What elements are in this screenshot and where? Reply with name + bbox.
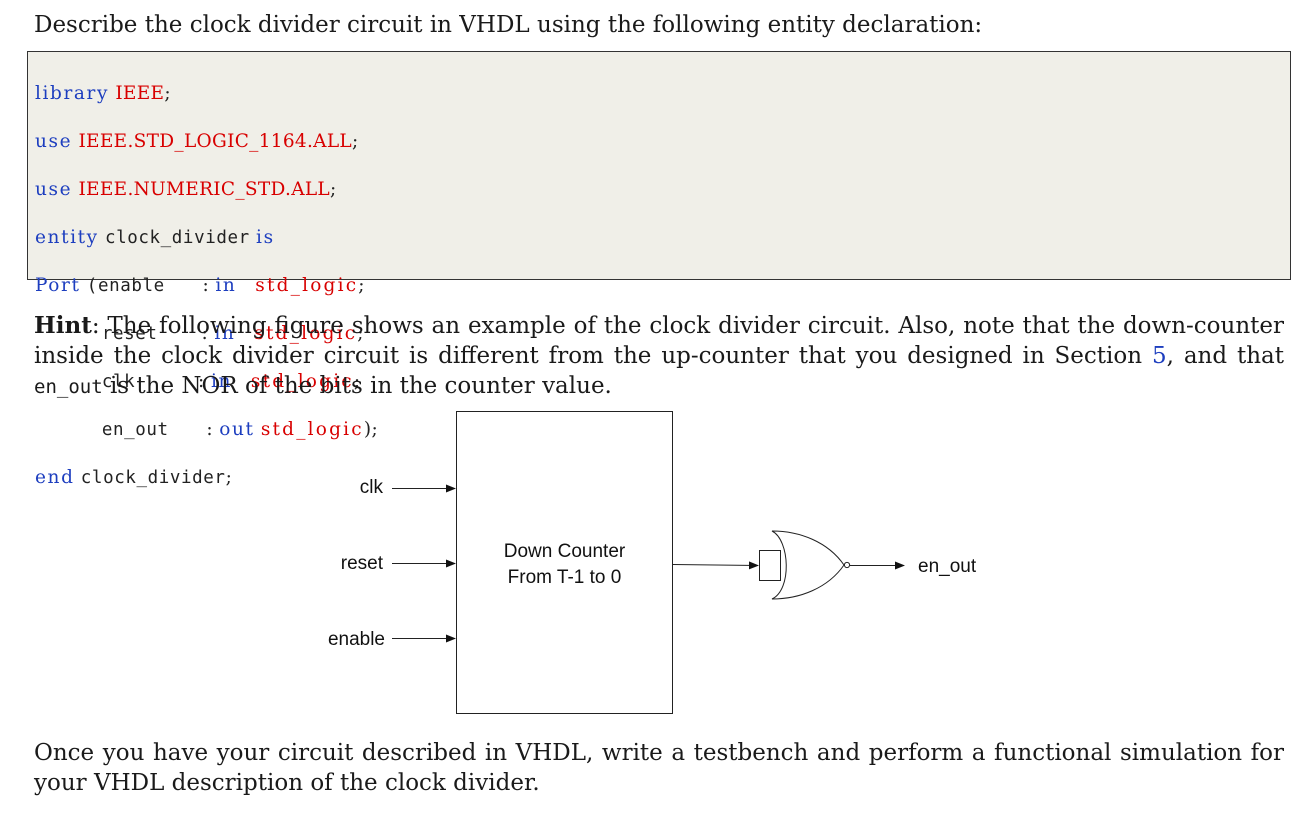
port-direction: in bbox=[214, 323, 236, 344]
input-label-reset: reset bbox=[341, 553, 384, 574]
block-label-line-1: Down Counter bbox=[504, 541, 626, 562]
code-line-entity: entity clock_divider is bbox=[35, 226, 1290, 250]
outro-paragraph: Once you have your circuit described in … bbox=[34, 740, 1284, 796]
code-line-use-1: use IEEE.STD_LOGIC_1164.ALL; bbox=[35, 131, 359, 152]
entity-name: clock_divider bbox=[104, 228, 250, 248]
hint-paragraph: Hint: The following figure shows an exam… bbox=[34, 311, 1284, 402]
code-line-port-enable: Port (enable : in std_logic; bbox=[35, 275, 365, 296]
library-name: IEEE bbox=[115, 83, 165, 104]
keyword-is: is bbox=[256, 227, 275, 248]
keyword-use: use bbox=[35, 131, 73, 152]
port-type: std_logic bbox=[250, 371, 354, 392]
port-name: enable bbox=[97, 276, 165, 296]
down-counter-block bbox=[456, 411, 673, 714]
port-type: std_logic bbox=[255, 275, 359, 296]
nor-input-bus bbox=[759, 550, 781, 581]
code-line-port-en-out: en_out : out std_logic); bbox=[101, 419, 379, 440]
counter-output-arrow bbox=[672, 561, 759, 570]
input-label-clk: clk bbox=[360, 477, 384, 498]
code-line-port-reset: reset : in std_logic; bbox=[101, 323, 364, 344]
port-type: std_logic bbox=[260, 419, 364, 440]
port-name: en_out bbox=[101, 420, 169, 440]
intro-text: Describe the clock divider circuit in VH… bbox=[34, 12, 983, 38]
package-numeric-std: IEEE.NUMERIC_STD.ALL bbox=[78, 179, 331, 200]
keyword-library: library bbox=[35, 83, 110, 104]
hint-label: Hint bbox=[34, 312, 92, 339]
hint-text-2: , and that bbox=[1166, 343, 1284, 369]
block-label-line-2: From T-1 to 0 bbox=[508, 567, 622, 588]
port-name: reset bbox=[101, 324, 158, 344]
hint-text-3: is the NOR of the bits in the counter va… bbox=[102, 373, 612, 399]
port-name: clk bbox=[101, 372, 136, 392]
nor-gate-icon bbox=[771, 530, 845, 600]
port-direction: in bbox=[215, 275, 237, 296]
code-line-library: library IEEE; bbox=[35, 83, 171, 104]
port-type: std_logic bbox=[254, 323, 358, 344]
signal-name: en_out bbox=[34, 376, 103, 398]
input-label-enable: enable bbox=[328, 629, 385, 650]
section-link[interactable]: 5 bbox=[1151, 343, 1167, 369]
vhdl-code-block: library IEEE; use IEEE.STD_LOGIC_1164.AL… bbox=[27, 51, 1291, 488]
hint-text-1: : The following figure shows an example … bbox=[34, 313, 1284, 369]
package-std-logic: IEEE.STD_LOGIC_1164.ALL bbox=[78, 131, 352, 152]
port-direction: out bbox=[219, 419, 255, 440]
code-line-use-2: use IEEE.NUMERIC_STD.ALL; bbox=[35, 179, 337, 200]
keyword-port: Port bbox=[35, 275, 81, 296]
port-direction: in bbox=[210, 371, 233, 392]
entity-name-end: clock_divider bbox=[80, 468, 226, 488]
output-label-en-out: en_out bbox=[918, 556, 977, 577]
keyword-use: use bbox=[35, 179, 73, 200]
keyword-end: end bbox=[35, 467, 75, 488]
code-line-port-clk: clk : in std_logic; bbox=[101, 371, 361, 392]
nor-bubble bbox=[843, 561, 851, 569]
keyword-entity: entity bbox=[35, 227, 99, 248]
code-line-end: end clock_divider; bbox=[35, 467, 233, 488]
